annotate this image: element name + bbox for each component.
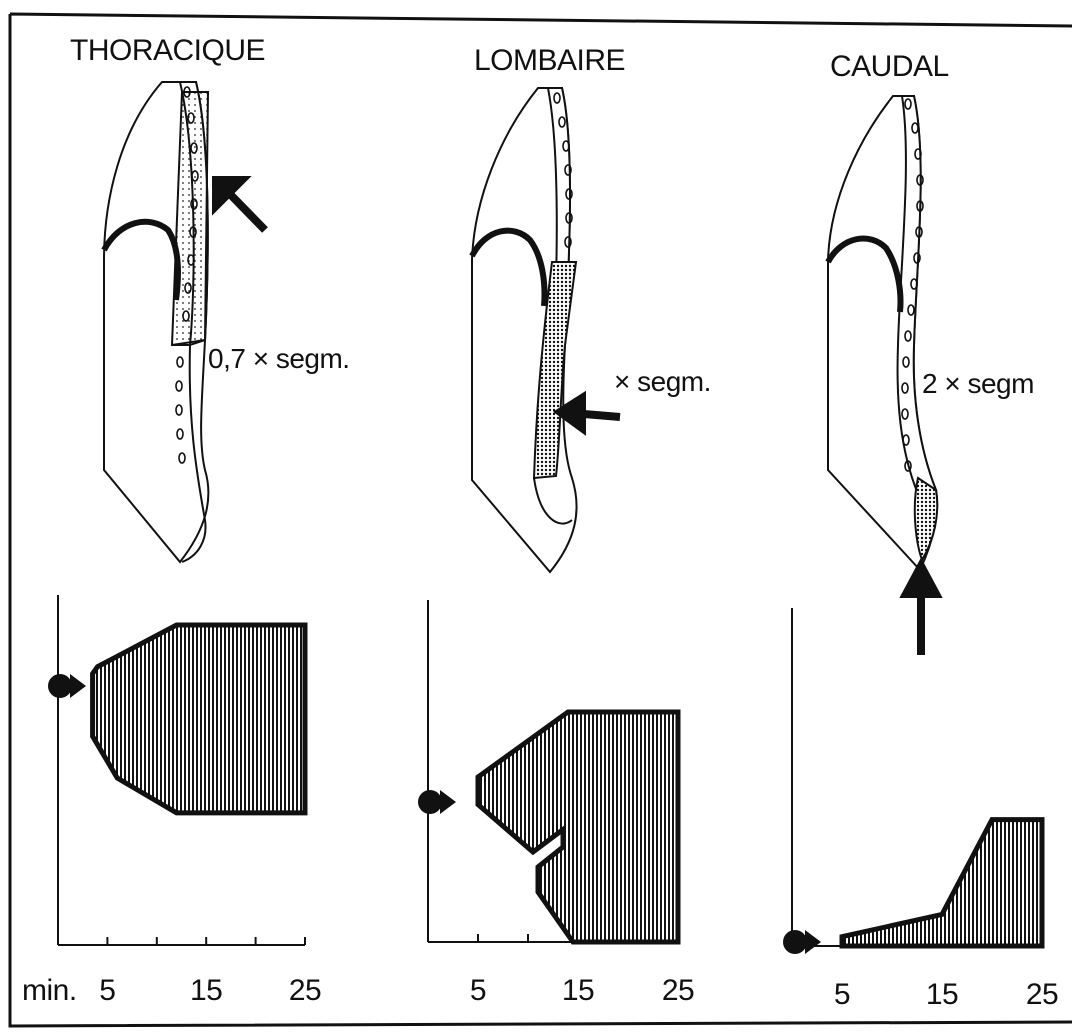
- panel-lombaire: LOMBAIRE × segm. 5 15 25: [418, 44, 711, 1007]
- stimulus-marker-icon: [418, 790, 442, 814]
- spinal-cord-drawing-caudal: [828, 96, 937, 655]
- chart-caudal: 5 15 25: [783, 608, 1058, 1011]
- x-tick-label: 5: [99, 974, 115, 1007]
- lesion-zone-dense: [915, 478, 937, 560]
- x-tick-label: 25: [662, 974, 694, 1007]
- panel-thoracique: THORACIQUE 0,7 × segm. 5 15 25 min.: [22, 34, 350, 1007]
- stimulus-arrow-icon: [906, 566, 936, 655]
- panel-title-caudal: CAUDAL: [830, 50, 949, 83]
- panel-title-thoracique: THORACIQUE: [70, 34, 265, 67]
- panel-title-lombaire: LOMBAIRE: [474, 44, 625, 77]
- stimulus-arrowhead-icon: [70, 674, 86, 698]
- stimulus-arrowhead-icon: [440, 790, 456, 814]
- x-tick-label: 15: [562, 974, 594, 1007]
- annotation-lombaire: × segm.: [614, 366, 711, 397]
- x-tick-label: 25: [1026, 978, 1058, 1011]
- x-tick-label: 15: [190, 974, 222, 1007]
- stimulus-arrow-icon: [216, 180, 265, 230]
- x-tick-label: 5: [834, 978, 850, 1011]
- chart-thoracique: 5 15 25 min.: [22, 595, 321, 1007]
- stimulus-arrow-icon: [560, 398, 620, 428]
- stimulus-marker-icon: [783, 930, 807, 954]
- x-tick-label: 15: [926, 978, 958, 1011]
- annotation-thoracique: 0,7 × segm.: [208, 343, 350, 374]
- spinal-cord-drawing-lombaire: [472, 88, 620, 572]
- response-area: [842, 820, 1042, 946]
- response-area: [478, 712, 678, 942]
- spinal-cord-drawing-thoracique: [104, 82, 265, 562]
- x-unit-label: min.: [22, 974, 77, 1007]
- x-tick-label: 5: [470, 974, 486, 1007]
- response-area: [93, 625, 305, 813]
- stimulus-marker-icon: [48, 674, 72, 698]
- x-tick-label: 25: [289, 974, 321, 1007]
- annotation-caudal: 2 × segm: [922, 368, 1034, 399]
- stimulus-arrowhead-icon: [805, 930, 821, 954]
- panel-caudal: CAUDAL 2 × segm 5 15 25: [783, 50, 1058, 1011]
- chart-lombaire: 5 15 25: [418, 600, 694, 1007]
